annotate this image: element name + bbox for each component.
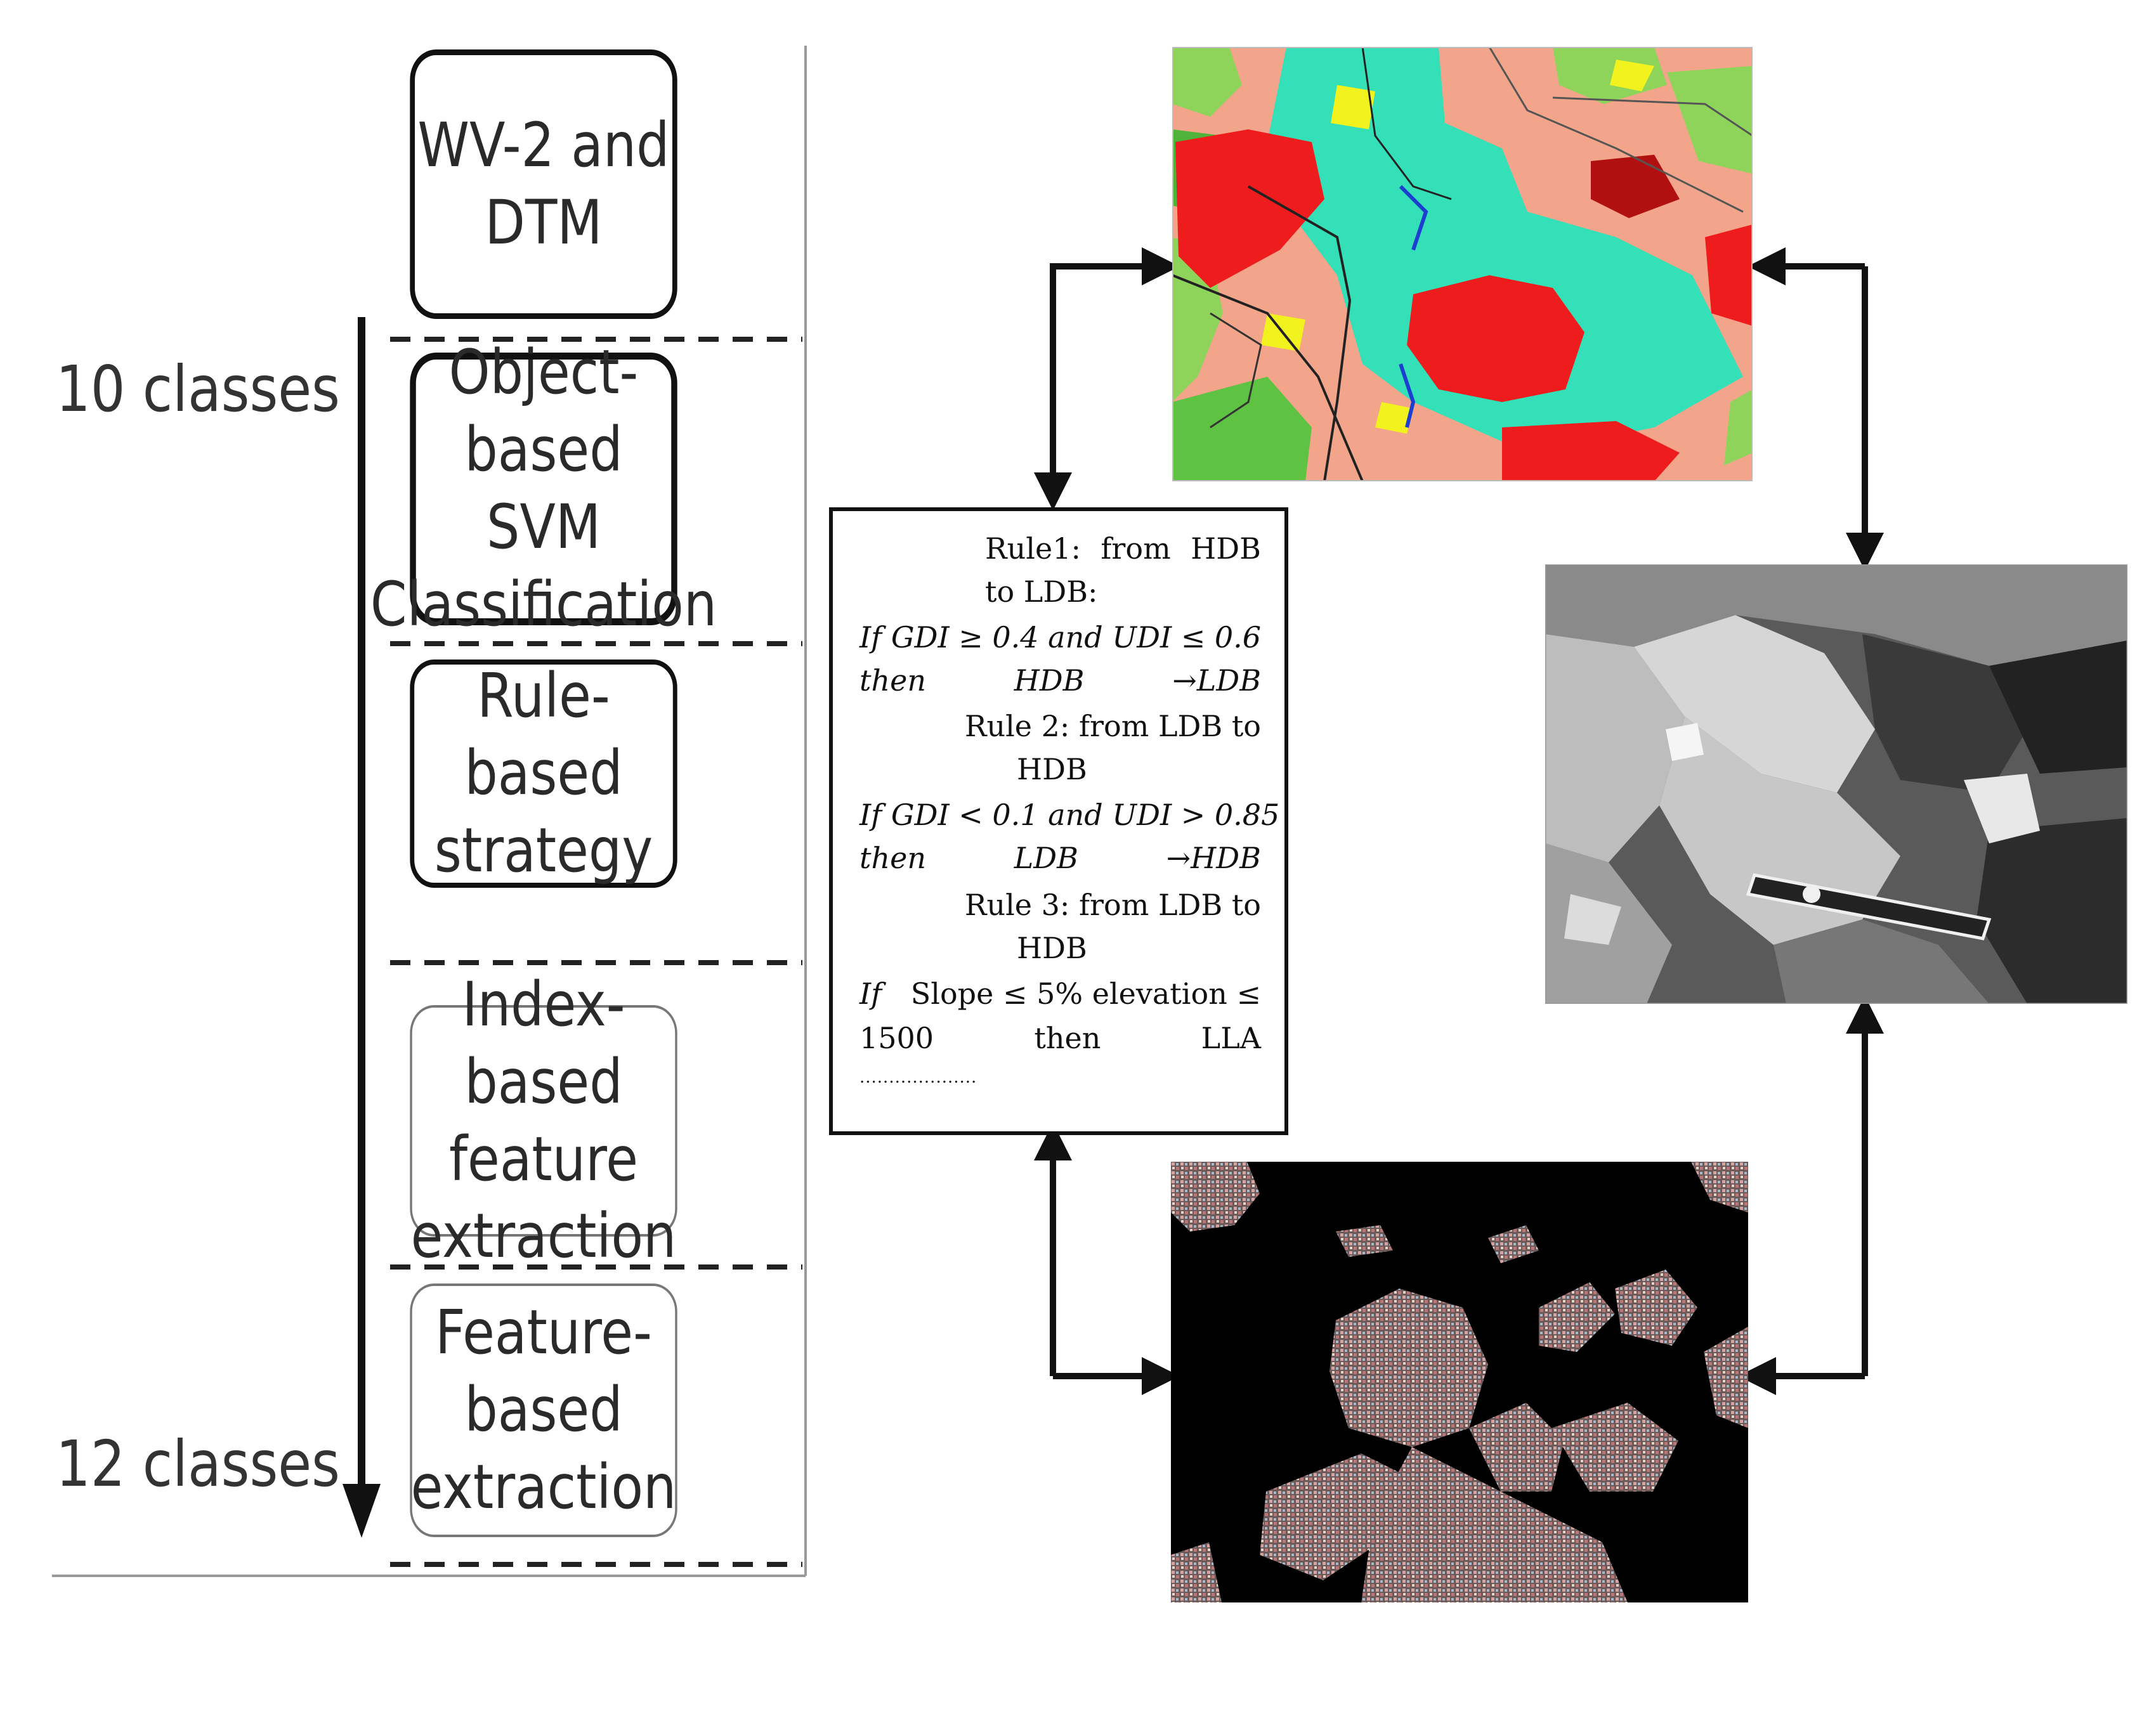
step-text: Rule-based strategy [434,660,653,886]
rule1-to: →LDB [1172,663,1261,698]
rule2-condition: If GDI < 0.1 and UDI > 0.85 [859,798,1280,832]
rule3-result: 1500 then LLA [859,1021,1261,1055]
rule3-condition-text: Slope ≤ 5% elevation ≤ [910,977,1261,1011]
step-box-svm-classification: Object-based SVM Classification [370,337,717,640]
rules-ellipsis: .................... [859,1068,977,1087]
rule2-then: then [859,841,926,875]
rule3-heading: Rule 3: from LDB to [964,888,1261,922]
rule2-to: →HDB [1166,841,1261,875]
rule1-then: then [859,663,926,698]
rule1-heading-tail: to LDB: [985,575,1098,609]
rule2-result: then LDB →HDB [859,841,1261,875]
grayscale-index-image [1545,564,2127,1004]
step-text: WV-2 and DTM [417,109,670,258]
step-text: Object-based SVM Classification [370,337,717,640]
rule3-heading-tail: HDB [1017,931,1087,965]
landcover-classification-map [1172,47,1753,481]
rule1-condition: If GDI ≥ 0.4 and UDI ≤ 0.6 [859,620,1262,654]
rule3-condition: If Slope ≤ 5% elevation ≤ [859,977,1261,1011]
rule2-from: LDB [1014,841,1078,875]
step-text: Index-based feature extraction [410,968,677,1272]
step-box-feature-based: Feature- based extraction [410,1283,677,1537]
rule1-result: then HDB →LDB [859,663,1261,698]
step-box-rule-based: Rule-based strategy [410,660,677,888]
class-count-start: 10 classes [56,352,340,426]
class-count-end: 12 classes [56,1427,340,1501]
rule1-heading-part: HDB [1191,531,1261,566]
rule1-from: HDB [1014,663,1085,698]
rule3-to: LLA [1201,1021,1261,1055]
rule2-heading: Rule 2: from LDB to [964,709,1261,743]
rule1-heading-part: Rule1: [985,531,1081,566]
rule3-value: 1500 [859,1021,934,1055]
rule3-if: If [859,977,882,1011]
rules-box: Rule1: from HDB to LDB: If GDI ≥ 0.4 and… [829,507,1288,1135]
rule1-heading: Rule1: from HDB [985,531,1261,566]
step-text: Feature- based extraction [410,1297,677,1523]
rule3-then: then [1034,1021,1101,1055]
rule2-heading-tail: HDB [1017,752,1087,786]
step-box-wv2-dtm: WV-2 and DTM [410,49,677,319]
feature-extraction-image [1171,1162,1748,1602]
rule1-heading-part: from [1101,531,1171,566]
step-box-index-based: Index-based feature extraction [410,969,677,1271]
